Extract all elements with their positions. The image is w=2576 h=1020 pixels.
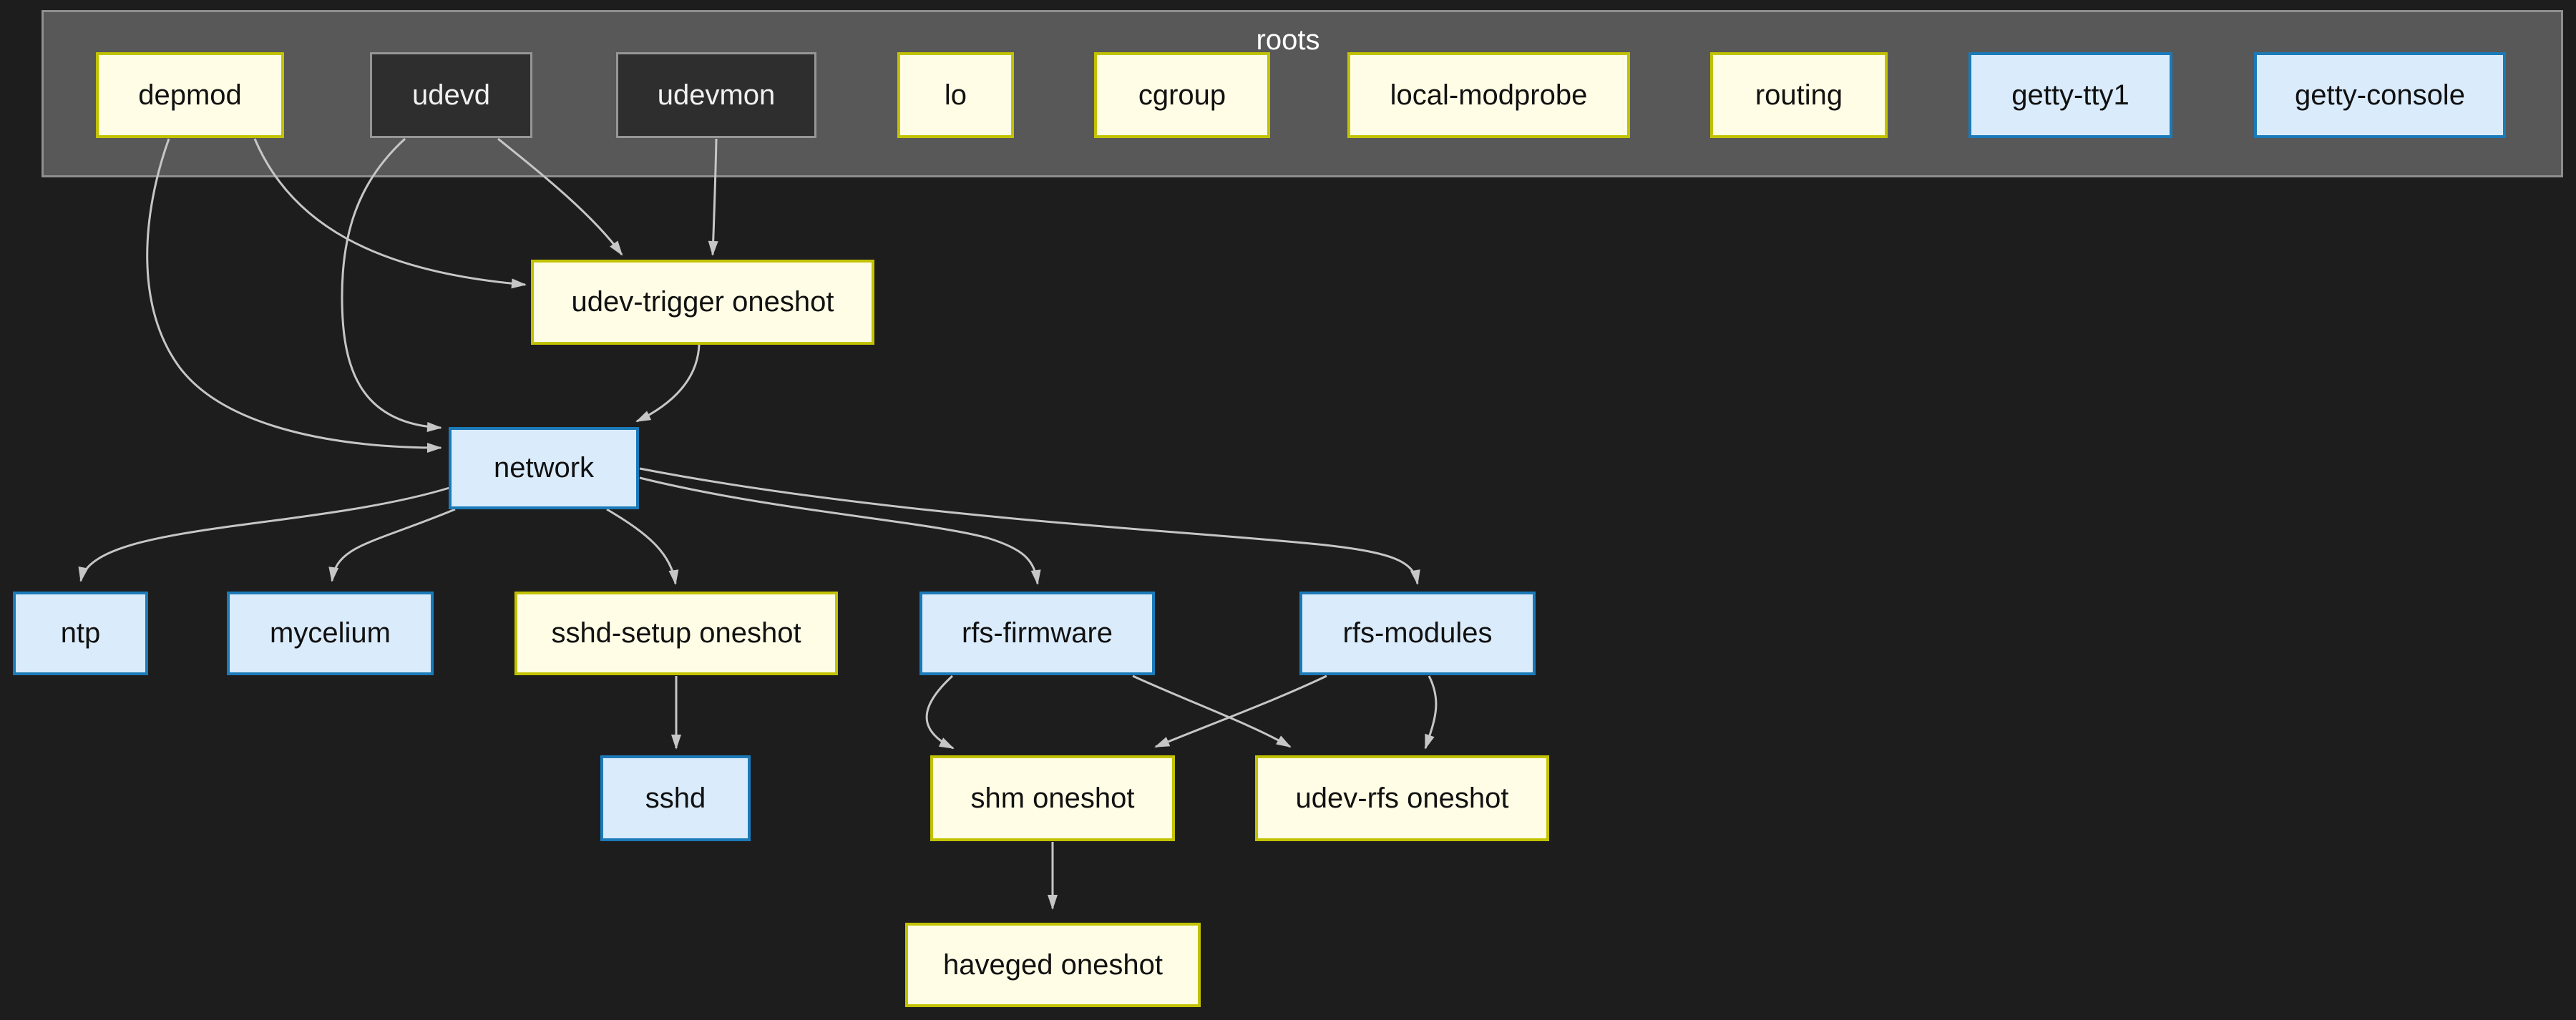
node-getty-console: getty-console [2254, 52, 2506, 138]
edge-depmod-to-udev-trigger [253, 138, 527, 289]
node-label-shm: shm oneshot [970, 782, 1135, 814]
node-rfs-firmware: rfs-firmware [919, 592, 1155, 675]
node-sshd: sshd [600, 755, 751, 841]
edge-network-to-ntp [78, 486, 450, 582]
node-label-getty-tty1: getty-tty1 [2011, 79, 2129, 111]
node-label-sshd-setup: sshd-setup oneshot [551, 617, 801, 649]
node-label-udev-trigger: udev-trigger oneshot [571, 286, 834, 318]
node-shm: shm oneshot [930, 755, 1175, 841]
node-label-local-modprobe: local-modprobe [1390, 79, 1588, 111]
node-udev-rfs: udev-rfs oneshot [1255, 755, 1549, 841]
node-label-routing: routing [1755, 79, 1843, 111]
node-udev-trigger: udev-trigger oneshot [531, 260, 874, 345]
node-label-udevmon: udevmon [657, 79, 776, 111]
node-lo: lo [897, 52, 1014, 138]
node-depmod: depmod [96, 52, 284, 138]
edge-udevd-to-network [341, 137, 442, 432]
node-label-rfs-modules: rfs-modules [1342, 617, 1493, 649]
edge-rfs-firmware-to-shm [925, 675, 955, 750]
node-rfs-modules: rfs-modules [1299, 592, 1536, 675]
node-haveged: haveged oneshot [905, 923, 1201, 1007]
node-ntp: ntp [13, 592, 148, 675]
node-udevmon: udevmon [616, 52, 816, 138]
edge-network-to-rfs-firmware [639, 476, 1041, 585]
node-label-haveged: haveged oneshot [943, 948, 1163, 981]
node-label-network: network [493, 452, 595, 484]
node-label-ntp: ntp [60, 617, 101, 649]
node-mycelium: mycelium [227, 592, 434, 675]
node-local-modprobe: local-modprobe [1347, 52, 1630, 138]
edge-udev-trigger-to-network [635, 344, 701, 423]
edge-udevmon-to-udev-trigger [708, 138, 718, 256]
node-label-getty-console: getty-console [2295, 79, 2465, 111]
node-network: network [449, 427, 639, 509]
node-sshd-setup: sshd-setup oneshot [514, 592, 838, 675]
edge-rfs-modules-to-shm [1154, 675, 1327, 748]
edge-depmod-to-network [146, 138, 442, 453]
node-label-udev-rfs: udev-rfs oneshot [1295, 782, 1509, 814]
node-label-sshd: sshd [645, 782, 706, 814]
node-routing: routing [1710, 52, 1888, 138]
edge-rfs-modules-to-udev-rfs [1424, 675, 1438, 750]
node-label-depmod: depmod [138, 79, 242, 111]
edge-rfs-firmware-to-udev-rfs [1132, 675, 1292, 748]
edge-network-to-mycelium [328, 508, 456, 582]
edge-udevd-to-udev-trigger [497, 137, 623, 256]
node-udevd: udevd [370, 52, 532, 138]
node-label-lo: lo [944, 79, 967, 111]
node-getty-tty1: getty-tty1 [1968, 52, 2172, 138]
node-label-rfs-firmware: rfs-firmware [961, 617, 1113, 649]
node-cgroup: cgroup [1094, 52, 1270, 138]
edge-network-to-rfs-modules [639, 467, 1420, 585]
node-label-mycelium: mycelium [270, 617, 391, 649]
node-label-cgroup: cgroup [1138, 79, 1226, 111]
node-label-udevd: udevd [412, 79, 490, 111]
edge-network-to-sshd-setup [606, 508, 679, 585]
